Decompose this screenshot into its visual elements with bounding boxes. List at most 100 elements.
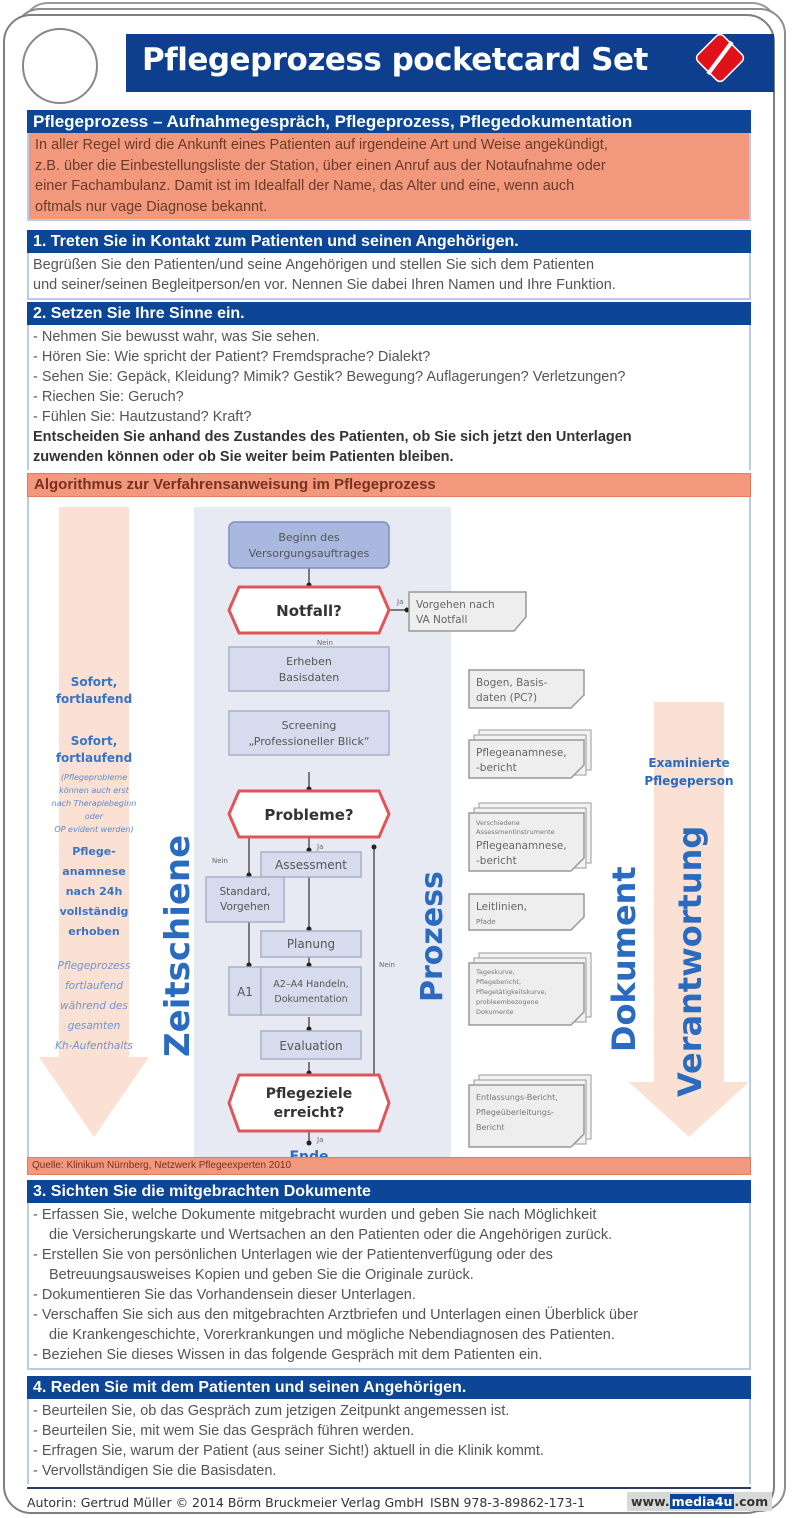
document-label: VA Notfall bbox=[416, 614, 467, 626]
emphasis-line: zuwenden können oder ob Sie weiter beim … bbox=[33, 449, 454, 465]
intro-line: z.B. über die Einbestellungsliste der St… bbox=[35, 157, 606, 174]
node-label: Assessment bbox=[275, 858, 347, 872]
document-label: Pflegeüberleitungs- bbox=[476, 1108, 554, 1117]
document-label: Assessmentinstrumente bbox=[476, 828, 555, 836]
document-label: Leitlinien, bbox=[476, 901, 527, 913]
document-label: Tageskurve, bbox=[475, 968, 515, 976]
timeline-notes-anamnesis: Pflege- anamnese nach 24h vollständig er… bbox=[60, 845, 129, 938]
body-line: - Erfragen Sie, warum der Patient (aus s… bbox=[33, 1443, 544, 1459]
section-4-body: - Beurteilen Sie, ob das Gespräch zum je… bbox=[27, 1399, 751, 1484]
node-label: Erheben bbox=[286, 655, 332, 668]
end-label: Ende bbox=[289, 1149, 328, 1157]
timeline-note: nach Therapiebeginn bbox=[52, 799, 137, 808]
edge-label-no: Nein bbox=[212, 857, 228, 865]
emergency-decision-label: Notfall? bbox=[276, 602, 342, 620]
timeline-note: Sofort, bbox=[71, 734, 118, 748]
goals-decision-label: Pflegeziele bbox=[266, 1086, 352, 1102]
section-2-body: - Nehmen Sie bewusst wahr, was Sie sehen… bbox=[27, 325, 751, 470]
body-line: - Vervollständigen Sie die Basisdaten. bbox=[33, 1463, 277, 1479]
a1-node bbox=[228, 966, 262, 1016]
node-label: Dokumentation bbox=[274, 994, 347, 1005]
timeline-note: OP evident werden) bbox=[54, 825, 133, 834]
document-guidelines: Leitlinien, Pfade bbox=[468, 893, 585, 931]
section-4: 4. Reden Sie mit dem Patienten und seine… bbox=[27, 1376, 751, 1484]
body-line: - Beurteilen Sie, ob das Gespräch zum je… bbox=[33, 1403, 510, 1419]
planning-node bbox=[260, 930, 362, 958]
timeline-note: anamnese bbox=[62, 865, 125, 878]
body-line: Betreuungsausweises Kopien und geben Sie… bbox=[49, 1267, 474, 1283]
node-label: Evaluation bbox=[279, 1039, 342, 1053]
document-label: probleembezogene bbox=[476, 998, 539, 1006]
column-label-timeline: Zeitschiene bbox=[158, 835, 198, 1057]
document-label: Pflegetätigkeitskurve, bbox=[476, 988, 547, 996]
timeline-note: fortlaufend bbox=[56, 751, 132, 765]
body-line: - Erstellen Sie von persönlichen Unterla… bbox=[33, 1247, 553, 1263]
document-label: Verschiedene bbox=[476, 819, 520, 827]
body-line: - Fühlen Sie: Hautzustand? Kraft? bbox=[33, 409, 252, 425]
assessment-node bbox=[260, 851, 362, 878]
website-link[interactable]: www.media4u.com bbox=[627, 1492, 773, 1511]
timeline-note: (Pflegeprobleme bbox=[61, 773, 127, 782]
section-4-heading: 4. Reden Sie mit dem Patienten und seine… bbox=[27, 1376, 751, 1399]
timeline-note: oder bbox=[85, 812, 104, 821]
section-1: 1. Treten Sie in Kontakt zum Patienten u… bbox=[27, 230, 751, 300]
intro-body: In aller Regel wird die Ankunft eines Pa… bbox=[27, 133, 751, 221]
start-node bbox=[228, 521, 390, 569]
document-assessment-instruments: Verschiedene Assessmentinstrumente Pfleg… bbox=[468, 802, 592, 872]
title-bar: Pflegeprozess pocketcard Set bbox=[126, 33, 774, 92]
document-discharge: Entlassungs-Bericht, Pflegeüberleitungs-… bbox=[468, 1074, 592, 1148]
body-line: - Verschaffen Sie sich aus den mitgebrac… bbox=[33, 1307, 639, 1323]
timeline-note: vollständig bbox=[60, 905, 129, 918]
section-3-heading: 3. Sichten Sie die mitgebrachten Dokumen… bbox=[27, 1180, 751, 1203]
evaluation-node bbox=[260, 1030, 362, 1060]
edge-label-yes: Ja bbox=[396, 598, 403, 606]
timeline-notes-process: Pflegeprozess fortlaufend während des ge… bbox=[55, 960, 133, 1052]
edge-label-yes: Ja bbox=[316, 1136, 323, 1144]
start-node-label: Beginn des bbox=[278, 531, 340, 544]
section-3: 3. Sichten Sie die mitgebrachten Dokumen… bbox=[27, 1180, 751, 1370]
timeline-note: fortlaufend bbox=[56, 692, 132, 706]
column-label-responsibility: Verantwortung bbox=[671, 826, 709, 1097]
start-node-label: Versorgungsauftrages bbox=[249, 547, 370, 560]
ring-hole bbox=[22, 28, 98, 104]
body-line: - Hören Sie: Wie spricht der Patient? Fr… bbox=[33, 349, 431, 365]
timeline-note: können auch erst bbox=[59, 786, 130, 795]
card-title: Pflegeprozess pocketcard Set bbox=[142, 42, 648, 78]
body-line: - Beurteilen Sie, mit wem Sie das Gesprä… bbox=[33, 1423, 415, 1439]
algorithm-diagram: Beginn des Versorgungsauftrages Notfall?… bbox=[27, 497, 751, 1157]
emergency-decision bbox=[227, 585, 391, 635]
timeline-notes-italic: (Pflegeprobleme können auch erst nach Th… bbox=[52, 773, 137, 834]
document-va-emergency bbox=[408, 591, 527, 632]
timeline-note: fortlaufend bbox=[65, 980, 123, 992]
timeline-note: Kh-Aufenthalts bbox=[55, 1040, 133, 1052]
document-label: Vorgehen nach bbox=[416, 599, 495, 611]
intro-line: oftmals nur vage Diagnose bekannt. bbox=[35, 198, 268, 215]
emphasis-line: Entscheiden Sie anhand des Zustandes des… bbox=[33, 429, 632, 445]
section-1-body: Begrüßen Sie den Patienten/und seine Ang… bbox=[27, 253, 751, 300]
document-label: Dokumente bbox=[476, 1008, 514, 1016]
timeline-note: erhoben bbox=[68, 925, 119, 938]
timeline-arrow bbox=[39, 507, 149, 1137]
document-label: daten (PC?) bbox=[476, 692, 537, 704]
column-label-process: Prozess bbox=[415, 871, 450, 1002]
document-label: -bericht bbox=[476, 855, 517, 867]
document-label: Pflegebericht, bbox=[476, 978, 521, 986]
collect-basic-data-node bbox=[228, 646, 390, 692]
intro-section: Pflegeprozess – Aufnahmegespräch, Pflege… bbox=[27, 110, 751, 221]
document-label: Pflegeanamnese, bbox=[476, 747, 567, 759]
screening-node bbox=[228, 710, 390, 756]
document-daily-records: Tageskurve, Pflegebericht, Pflegetätigke… bbox=[468, 952, 592, 1026]
section-3-body: - Erfassen Sie, welche Dokumente mitgebr… bbox=[27, 1203, 751, 1370]
body-line: - Sehen Sie: Gepäck, Kleidung? Mimik? Ge… bbox=[33, 369, 626, 385]
body-line: Begrüßen Sie den Patienten/und seine Ang… bbox=[33, 257, 595, 273]
algorithm-heading: Algorithmus zur Verfahrensanweisung im P… bbox=[27, 473, 751, 497]
node-label: Screening bbox=[282, 719, 337, 732]
body-line: - Nehmen Sie bewusst wahr, was Sie sehen… bbox=[33, 329, 320, 345]
node-label: Planung bbox=[287, 937, 335, 951]
timeline-note: Pflegeprozess bbox=[57, 960, 131, 972]
body-line: - Beziehen Sie dieses Wissen in das folg… bbox=[33, 1347, 543, 1363]
timeline-notes: Sofort, fortlaufend Sofort, fortlaufend bbox=[56, 675, 132, 765]
responsible-label: Examinierte bbox=[648, 756, 729, 770]
document-label: -bericht bbox=[476, 762, 517, 774]
goals-decision-label: erreicht? bbox=[274, 1105, 345, 1121]
